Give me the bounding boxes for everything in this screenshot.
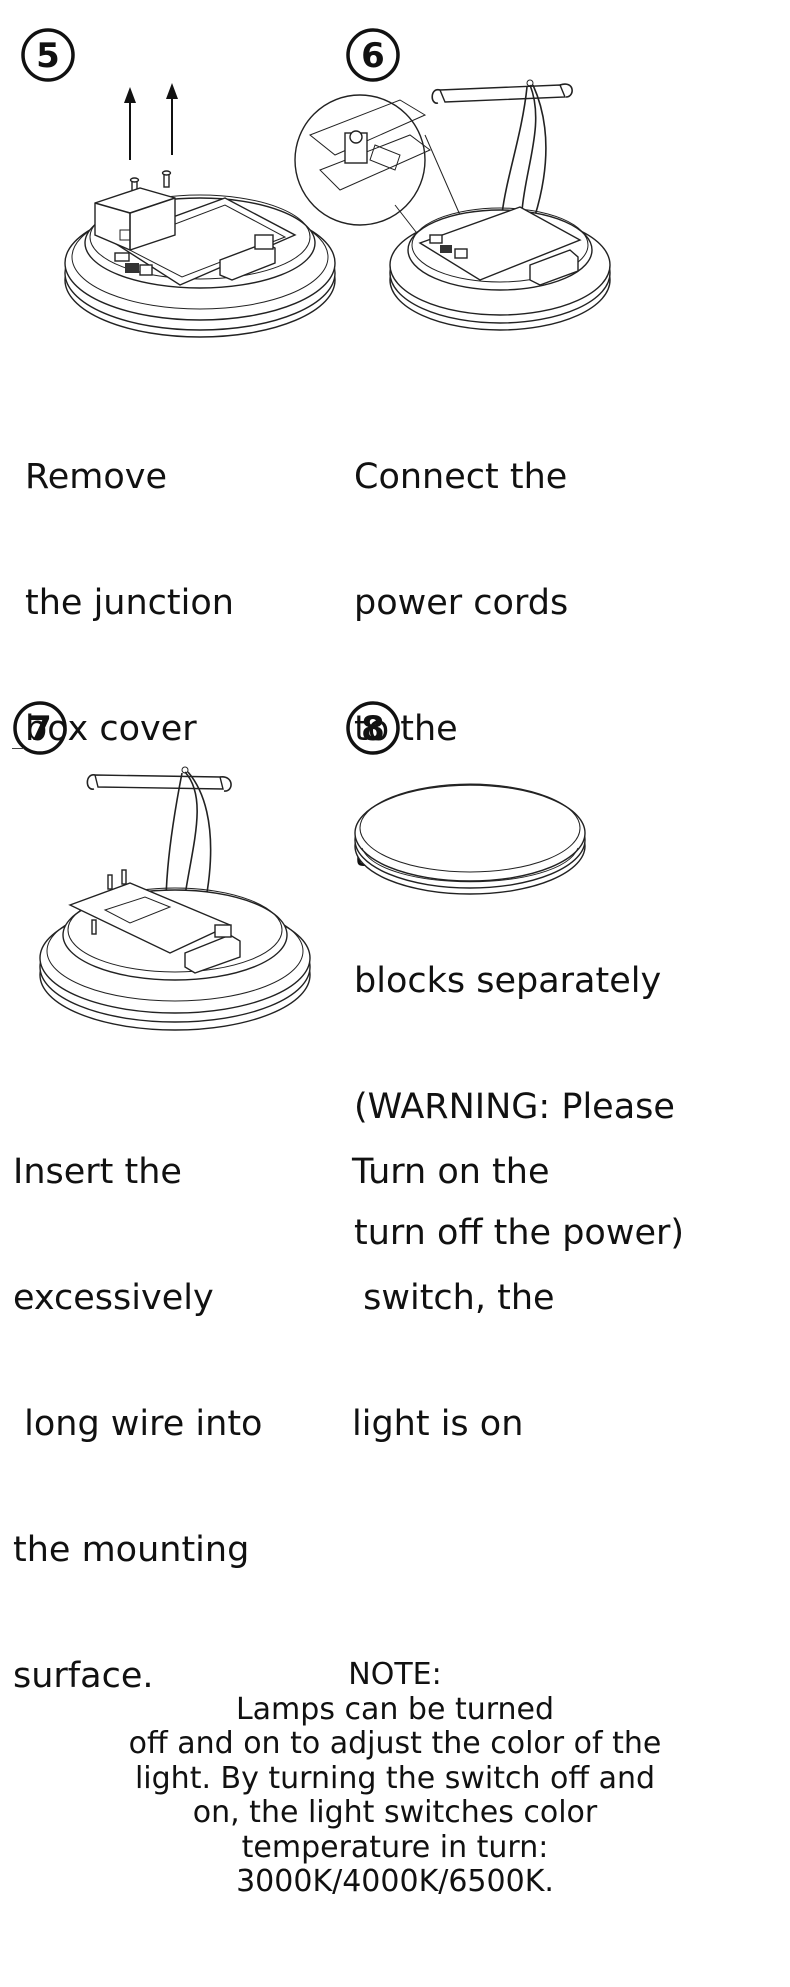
caption-line: long wire into — [13, 1404, 263, 1444]
step-5-number: 5 — [36, 36, 60, 76]
note-line: off and on to adjust the color of the — [128, 1726, 662, 1761]
caption-line: Insert the — [13, 1152, 182, 1192]
note-line: light. By turning the switch off and — [134, 1760, 656, 1796]
step-8-caption: Turn on the switch, the light is on — [352, 1067, 555, 1487]
caption-line: excessively — [13, 1278, 214, 1318]
step-7-number: 7 — [28, 709, 52, 749]
caption-line: switch, the — [352, 1278, 555, 1318]
step-5-caption: Remove the junction box cover — [25, 372, 234, 792]
step-6-illustration — [294, 79, 611, 331]
caption-line: the mounting — [13, 1530, 250, 1570]
step-7-number-badge: 7 — [13, 701, 67, 755]
caption-line: Remove — [25, 457, 168, 497]
caption-line: power cords — [354, 583, 569, 623]
note-line: temperature in turn: — [241, 1829, 549, 1865]
step-8-number-badge: 8 — [346, 701, 400, 755]
step-8-number: 8 — [361, 709, 385, 749]
remove-arrow-icon — [124, 83, 178, 160]
note-title: NOTE: — [348, 1657, 442, 1692]
step-6-number: 6 — [361, 36, 385, 76]
caption-line: (WARNING: Please — [354, 1087, 675, 1127]
step-5-number-badge: 5 — [21, 28, 75, 82]
caption-line: light is on — [352, 1404, 524, 1444]
caption-line: turn off the power) — [354, 1213, 685, 1253]
note-line: 3000K/4000K/6500K. — [236, 1864, 554, 1899]
caption-line: surface. — [13, 1656, 154, 1696]
step-7-caption: Insert the excessively long wire into th… — [13, 1067, 262, 1739]
caption-line: the junction — [25, 583, 234, 623]
caption-line: box cover — [25, 709, 197, 749]
color-temperature-note: NOTE: Lamps can be turned off and on to … — [95, 1657, 695, 1900]
caption-line: blocks separately — [354, 961, 662, 1001]
step-8-illustration — [354, 783, 586, 895]
note-line: on, the light switches color — [192, 1795, 598, 1830]
step-6-caption: Connect the power cords to the terminal … — [354, 372, 684, 1296]
caption-line: Turn on the — [352, 1152, 550, 1192]
step-7-illustration — [39, 766, 311, 1031]
caption-line: to the — [354, 709, 458, 749]
step-5-illustration — [64, 83, 336, 338]
step-6-number-badge: 6 — [346, 28, 400, 82]
scan-mark — [12, 748, 24, 749]
note-line: Lamps can be turned — [235, 1691, 555, 1727]
caption-line: Connect the — [354, 457, 568, 497]
